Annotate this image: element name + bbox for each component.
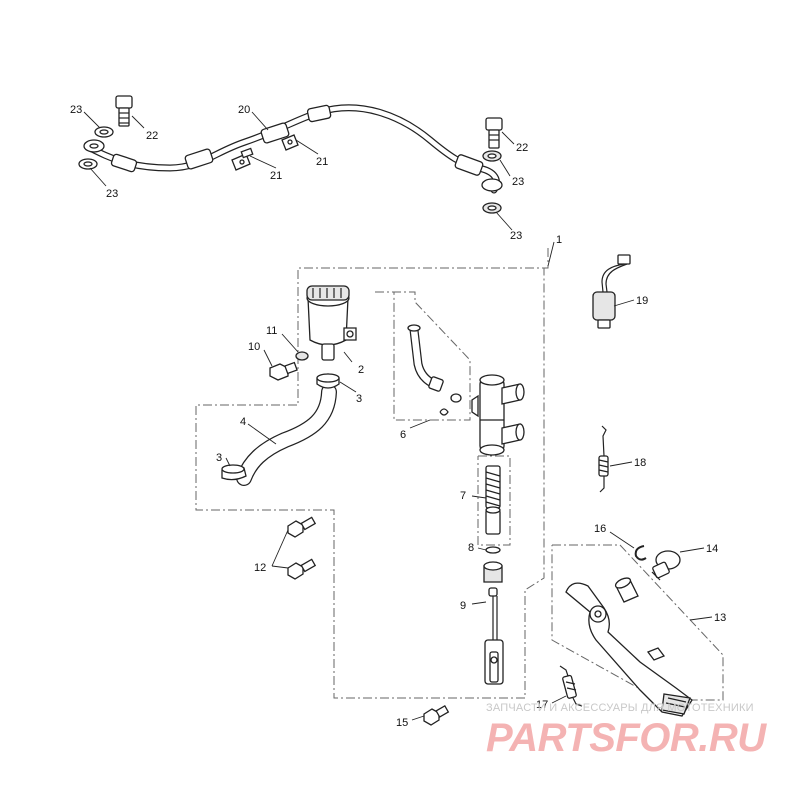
callout-10: 10	[248, 341, 260, 353]
brake-light-switch	[592, 254, 631, 329]
banjo-fitting-right	[481, 178, 503, 192]
washer-11	[295, 351, 309, 361]
callout-3: 3	[216, 452, 222, 464]
pivot-bolt-14	[651, 550, 681, 581]
bolt-10	[269, 361, 298, 381]
callout-12: 12	[254, 562, 266, 574]
callout-1: 1	[556, 234, 562, 246]
group-7-9-boundary	[477, 455, 511, 546]
sealing-washer-left-upper	[94, 126, 114, 138]
callout-16: 16	[594, 523, 606, 535]
callout-23: 23	[106, 188, 118, 200]
brake-pedal	[565, 582, 693, 717]
callout-17: 17	[536, 699, 548, 711]
return-spring-18	[598, 425, 609, 493]
callout-8: 8	[468, 542, 474, 554]
hose-clip	[281, 134, 299, 151]
callout-20: 20	[238, 104, 250, 116]
callout-21: 21	[316, 156, 328, 168]
callout-19: 19	[636, 295, 648, 307]
callout-15: 15	[396, 717, 408, 729]
pivot-bushing	[614, 577, 639, 603]
master-cylinder-body	[471, 374, 525, 456]
mounting-bolt-12-lower	[287, 558, 317, 580]
bolt-15	[423, 705, 450, 726]
watermark-caption: ЗАПЧАСТИ И АКСЕССУАРЫ ДЛЯ МОТОТЕХНИКИ	[486, 702, 754, 714]
callout-9: 9	[460, 600, 466, 612]
brake-hose-assembly	[86, 104, 500, 194]
elbow-connector	[407, 324, 462, 416]
piston-spring	[485, 465, 501, 535]
callout-23: 23	[70, 104, 82, 116]
sealing-washer-right-upper	[482, 150, 502, 162]
banjo-fitting-left	[83, 139, 105, 153]
callout-3: 3	[356, 393, 362, 405]
hose-clamp-upper	[316, 373, 340, 389]
mounting-bolt-12-upper	[287, 516, 317, 538]
callout-7: 7	[460, 490, 466, 502]
circlip-16	[634, 545, 647, 561]
reservoir-hose	[236, 384, 337, 486]
sealing-washer-right-lower	[482, 202, 502, 214]
callout-11: 11	[266, 325, 277, 337]
watermark-logo: PARTSFOR.RU	[486, 716, 766, 760]
callout-22: 22	[516, 142, 528, 154]
callout-13: 13	[714, 612, 726, 624]
o-ring-8	[485, 546, 501, 554]
group-13-boundary	[551, 544, 724, 701]
callout-2: 2	[358, 364, 364, 376]
banjo-bolt-left	[115, 95, 133, 127]
hose-clip	[231, 153, 251, 171]
callout-23: 23	[510, 230, 522, 242]
callout-18: 18	[634, 457, 646, 469]
watermark: ЗАПЧАСТИ И АКСЕССУАРЫ ДЛЯ МОТОТЕХНИКИ PA…	[486, 702, 786, 758]
sealing-washer-left-lower	[78, 158, 98, 170]
clip-screw	[240, 147, 254, 159]
banjo-bolt-right	[485, 117, 503, 149]
group-6-boundary	[375, 291, 471, 421]
callout-6: 6	[400, 429, 406, 441]
fluid-reservoir	[306, 285, 357, 361]
callout-4: 4	[240, 416, 246, 428]
pedal-spring-17	[559, 665, 583, 707]
pushrod-assembly	[483, 561, 504, 685]
callout-23: 23	[512, 176, 524, 188]
callout-22: 22	[146, 130, 158, 142]
callout-21: 21	[270, 170, 282, 182]
assembly-1-boundary	[195, 248, 549, 699]
callout-14: 14	[706, 543, 718, 555]
hose-clamp-lower	[221, 464, 247, 481]
